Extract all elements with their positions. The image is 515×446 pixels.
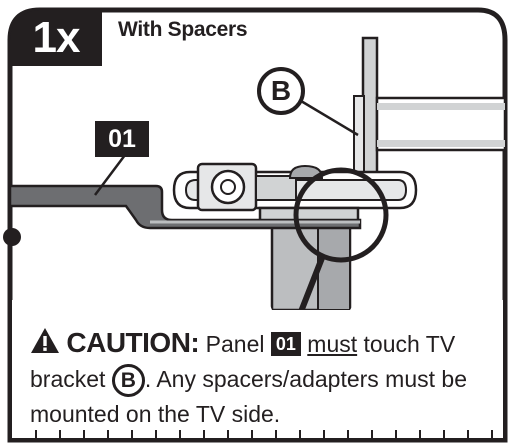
panel-01-label: 01 [95,121,149,157]
caution-must: must [307,331,358,357]
step-title: With Spacers [118,18,248,41]
caution-panel-tag: 01 [270,332,301,356]
caution-text-2: touch TV bracket [30,331,456,392]
detail-circle [293,167,389,263]
tv-bracket-inner [353,95,365,181]
caution-text-1: Panel [199,331,271,357]
caution-text-3: . Any spacers/adapters must be mounted o… [30,366,467,427]
caution-bracket-tag: B [111,364,145,397]
warning-icon [31,328,59,353]
tv-beam-shade-2 [377,140,505,147]
bottom-ruler [12,430,505,441]
step-count-badge: 1x [10,10,102,66]
leader-01 [94,154,126,196]
leader-B [295,96,359,137]
nut [255,175,297,201]
tv-bracket-plate [361,36,379,190]
caution-label: CAUTION: [66,327,200,358]
bolt-hole [220,179,236,195]
tv-beam-shade [377,103,505,110]
edge-dot [3,228,21,246]
caution-panel [12,300,503,438]
caution-note: CAUTION: Panel 01 must touch TV bracket … [30,325,500,432]
bracket-b-label: B [257,67,305,115]
panel-01-shape [8,184,362,230]
